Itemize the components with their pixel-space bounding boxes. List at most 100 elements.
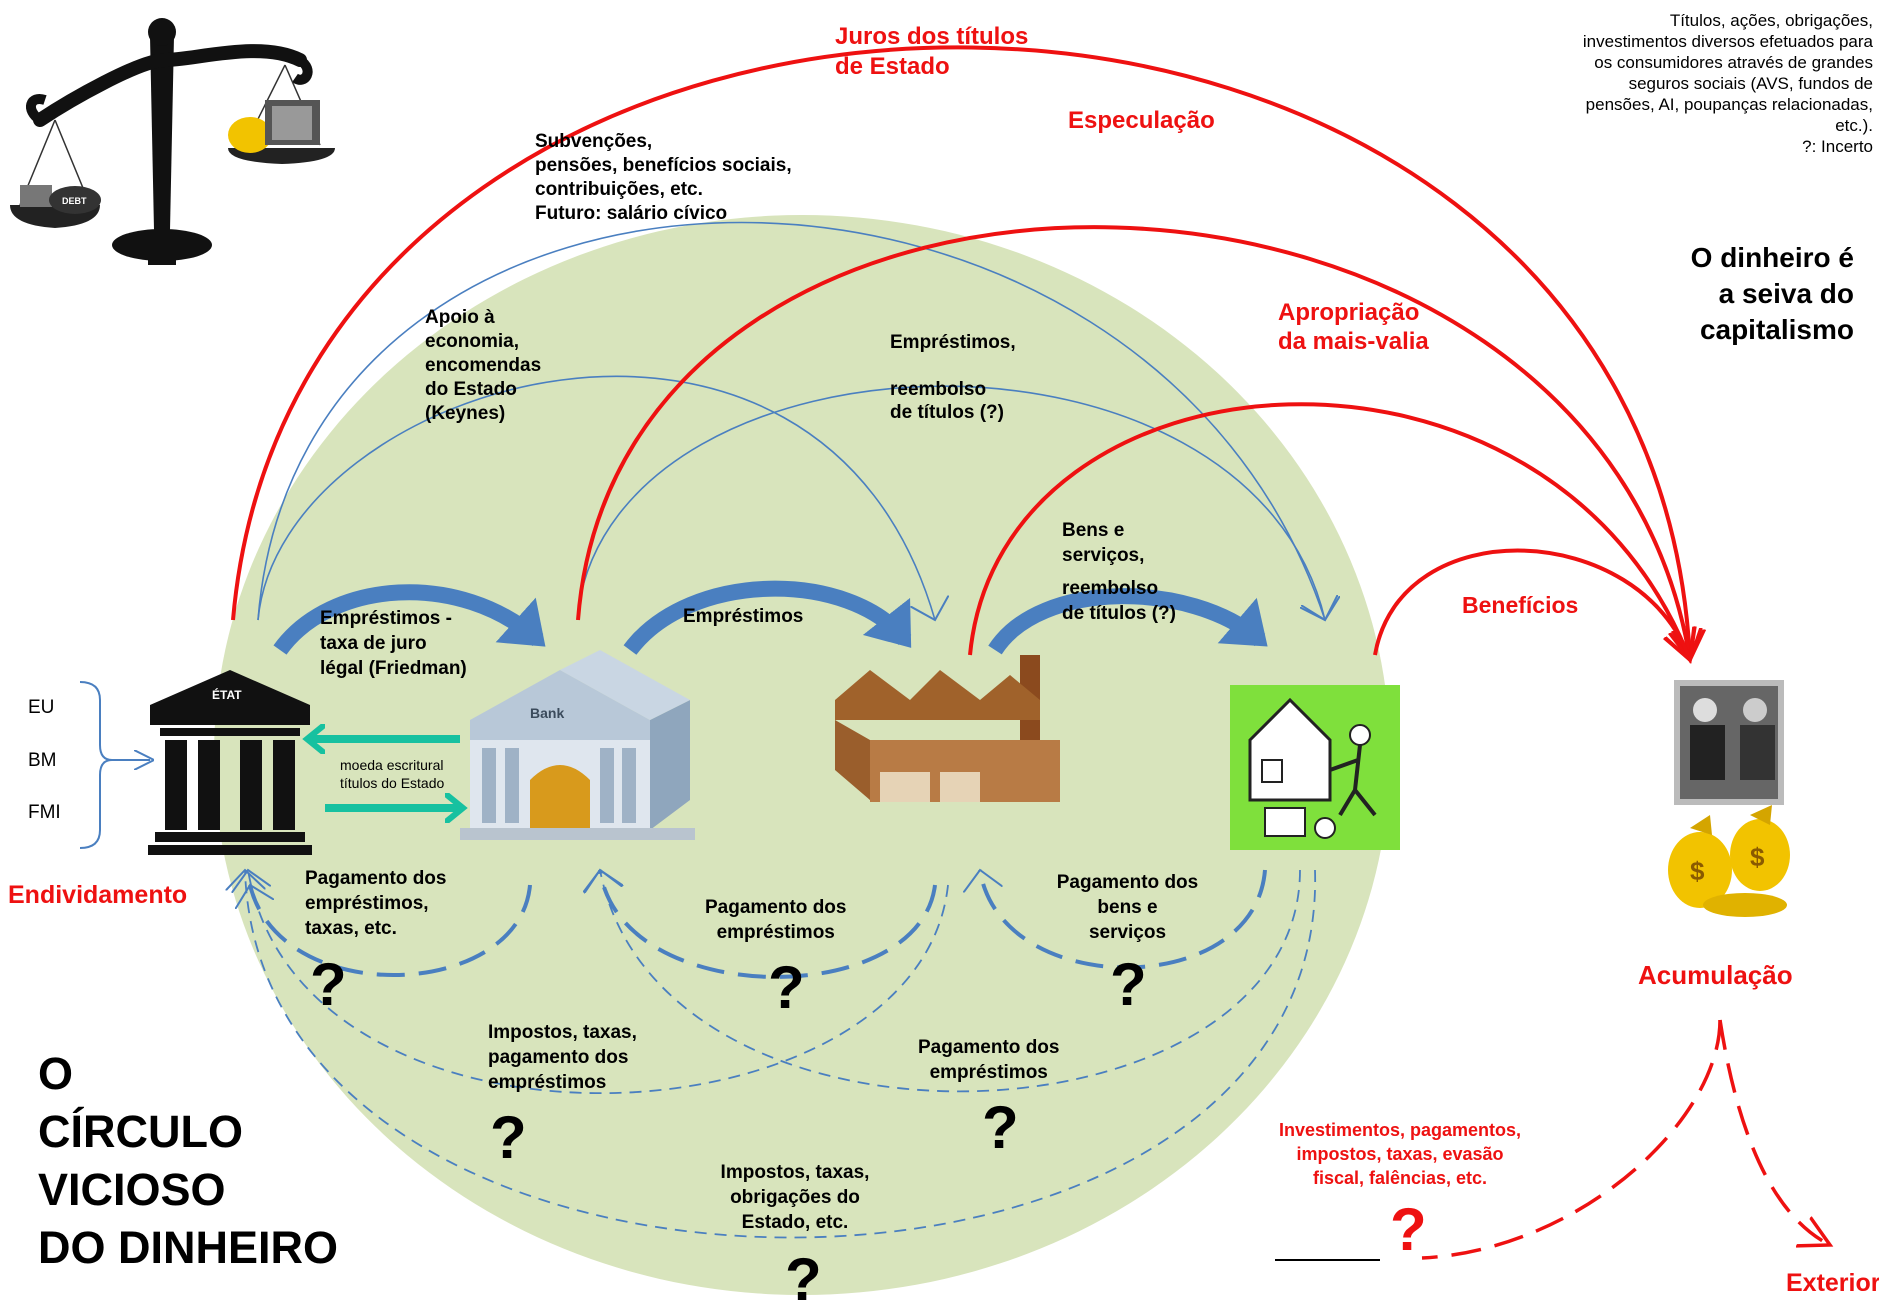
label-impostos-pag: Impostos, taxas, pagamento dos empréstim…	[488, 1020, 637, 1095]
dash-factory-etat	[248, 870, 949, 1095]
question-mark-6: ?	[785, 1246, 822, 1313]
emprestimos-top-line-1: Empréstimos,	[890, 332, 1016, 353]
moeda-line-1: moeda escritural	[340, 757, 444, 773]
note-line-1: Títulos, ações, obrigações,	[1669, 11, 1873, 30]
label-exterior: Exterior	[1786, 1269, 1879, 1297]
juros-line-1: Juros dos títulos	[835, 23, 1029, 50]
label-pag-bens: Pagamento dos bens e serviços	[1045, 870, 1210, 945]
impostos-pag-line-1: Impostos, taxas,	[488, 1022, 637, 1043]
arc-emprestimos-reembolso	[577, 385, 1325, 620]
impostos-pag-line-3: empréstimos	[488, 1072, 607, 1093]
title-line-2: CÍRCULO	[38, 1106, 243, 1157]
label-subvencoes: Subvenções, pensões, benefícios sociais,…	[535, 130, 792, 226]
bracket	[79, 681, 113, 849]
bank-building-icon: Bank	[460, 650, 695, 840]
thick-arrow-etat-bank	[273, 584, 546, 655]
fmi-label: FMI	[28, 802, 61, 823]
moeda-line-2: títulos do Estado	[340, 775, 445, 791]
scale-icon: DEBT	[10, 18, 335, 265]
bens-line-3: reembolso	[1062, 578, 1159, 599]
investimentos-line-1: Investimentos, pagamentos,	[1278, 1120, 1522, 1140]
dash-bank-etat	[250, 885, 532, 977]
apoio-line-5: (Keynes)	[425, 403, 506, 424]
label-pag-emp-b: Pagamento dos empréstimos	[918, 1035, 1059, 1085]
question-mark-4: ?	[490, 1104, 527, 1171]
bens-line-1: Bens e	[1062, 520, 1125, 541]
impostos-obr-line-1: Impostos, taxas,	[720, 1162, 870, 1183]
tagline: O dinheiro é a seiva do capitalismo	[1691, 240, 1854, 348]
investimentos-line-3: fiscal, falências, etc.	[1312, 1168, 1488, 1188]
bens-line-2: serviços,	[1062, 545, 1145, 566]
label-acumulacao: Acumulação	[1638, 960, 1793, 990]
pag-bens-line-1: Pagamento dos	[1056, 872, 1199, 893]
label-bens: Bens e serviços, reembolso de títulos (?…	[1062, 518, 1176, 626]
tagline-line-3: capitalismo	[1699, 314, 1854, 345]
note-line-2: investimentos diversos efetuados para	[1582, 32, 1873, 51]
question-mark-red: ?	[1390, 1196, 1427, 1263]
label-impostos-obr: Impostos, taxas, obrigações do Estado, e…	[705, 1160, 885, 1235]
friedman-line-3: légal (Friedman)	[320, 658, 467, 679]
title-line-3: VICIOSO	[38, 1164, 226, 1215]
question-mark-3: ?	[1110, 951, 1147, 1018]
subvencoes-line-3: contribuições, etc.	[535, 179, 703, 200]
note-line-6: etc.).	[1835, 116, 1873, 135]
thick-arrow-bank-factory	[623, 580, 912, 655]
label-emprestimos-friedman: Empréstimos - taxa de juro légal (Friedm…	[320, 606, 467, 681]
consumer-image	[1230, 685, 1400, 850]
capitalist-icon	[1674, 680, 1784, 805]
arc-apoio	[257, 375, 935, 620]
subvencoes-line-4: Futuro: salário cívico	[535, 203, 728, 224]
note-line-3: os consumidores através de grandes	[1594, 53, 1873, 72]
arc-apropriacao	[968, 402, 1690, 660]
apoio-line-4: do Estado	[425, 379, 517, 400]
thick-arrow-factory-consumer	[988, 588, 1268, 655]
arc-juros	[231, 45, 1690, 660]
subvencoes-line-1: Subvenções,	[535, 131, 653, 152]
label-apropriacao: Apropriação da mais-valia	[1278, 298, 1429, 356]
note-line-5: pensões, AI, poupanças relacionadas,	[1585, 95, 1873, 114]
apoio-line-2: economia,	[425, 331, 519, 352]
label-especulacao: Especulação	[1068, 107, 1215, 134]
pag-emp-b-line-1: Pagamento dos	[918, 1037, 1060, 1058]
title-line-4: DO DINHEIRO	[38, 1222, 339, 1273]
note-line-7: ?: Incerto	[1802, 137, 1873, 156]
eu-label: EU	[28, 697, 55, 718]
impostos-pag-line-2: pagamento dos	[488, 1047, 629, 1068]
label-investimentos: Investimentos, pagamentos, impostos, tax…	[1250, 1118, 1550, 1190]
label-pag-emp: Pagamento dos empréstimos	[705, 895, 846, 945]
label-pag-emp-taxas: Pagamento dos empréstimos, taxas, etc.	[305, 866, 446, 941]
etat-building-icon: ÉTAT	[148, 670, 312, 855]
main-title: O CÍRCULO VICIOSO DO DINHEIRO	[38, 1045, 338, 1277]
note-text: Títulos, ações, obrigações, investimento…	[1583, 10, 1873, 157]
bank-label: Bank	[530, 705, 564, 721]
title-line-1: O	[38, 1048, 74, 1099]
debt-label: DEBT	[62, 196, 87, 206]
label-emprestimos-mid: Empréstimos	[683, 606, 804, 627]
pag-emp-b-line-2: empréstimos	[929, 1062, 1048, 1083]
dash-factory-bank	[600, 870, 937, 979]
apropriacao-line-1: Apropriação	[1278, 299, 1420, 326]
arc-beneficios	[1373, 548, 1690, 660]
pag-bens-line-3: serviços	[1088, 922, 1167, 943]
label-apoio: Apoio à economia, encomendas do Estado (…	[425, 306, 541, 426]
pag-emp-taxas-line-2: empréstimos,	[305, 893, 429, 914]
question-mark-1: ?	[310, 951, 347, 1018]
tagline-line-2: a seiva do	[1718, 278, 1854, 309]
tagline-line-1: O dinheiro é	[1690, 242, 1854, 273]
label-moeda: moeda escritural títulos do Estado	[340, 756, 444, 792]
note-line-4: seguros sociais (AVS, fundos de	[1628, 74, 1873, 93]
green-circle	[214, 215, 1390, 1295]
impostos-obr-line-3: Estado, etc.	[741, 1212, 849, 1233]
red-dash-exterior-2	[1718, 1019, 1830, 1245]
dash-consumer-factory	[980, 870, 1267, 970]
factory-icon	[835, 655, 1060, 802]
pag-emp-line-2: empréstimos	[716, 922, 835, 943]
apoio-line-3: encomendas	[425, 355, 542, 376]
pag-emp-line-1: Pagamento dos	[705, 897, 847, 918]
arc-especulacao	[576, 225, 1690, 660]
label-beneficios: Benefícios	[1462, 592, 1579, 618]
apoio-line-1: Apoio à	[425, 307, 495, 328]
subvencoes-line-2: pensões, benefícios sociais,	[535, 155, 792, 176]
pag-bens-line-2: bens e	[1097, 897, 1158, 918]
